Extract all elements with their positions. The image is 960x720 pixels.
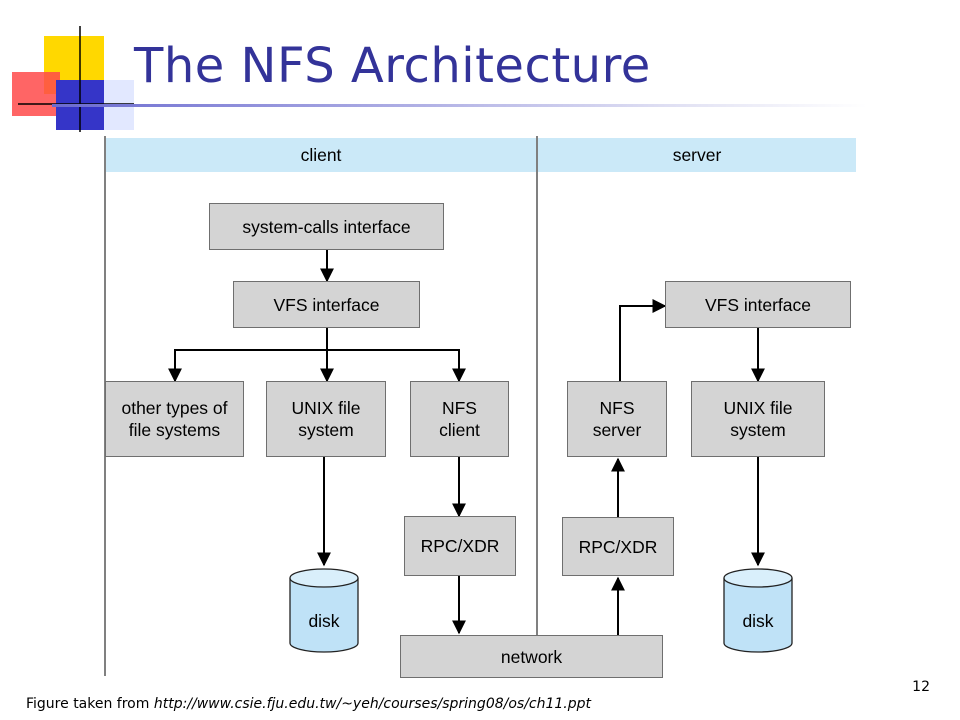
figure-source-footer: Figure taken from http://www.csie.fju.ed… (26, 696, 591, 712)
nfs-client-box: NFS client (410, 381, 509, 457)
logo-red-square (12, 72, 60, 116)
client-rpc-xdr: RPC/XDR (404, 516, 516, 576)
client-vfs-interface: VFS interface (233, 281, 420, 328)
page-number: 12 (912, 679, 930, 695)
client-disk-label: disk (308, 611, 340, 631)
footer-prefix: Figure taken from (26, 696, 154, 712)
client-disk-icon (289, 568, 359, 653)
server-disk-icon (723, 568, 793, 653)
client-other-file-systems: other types of file systems (105, 381, 244, 457)
client-header-band: client (106, 138, 536, 172)
title-underline (52, 104, 867, 107)
arrow-nfs-server-to-vfs (619, 299, 667, 381)
slide-title: The NFS Architecture (134, 38, 651, 94)
client-unix-file-system: UNIX file system (266, 381, 386, 457)
server-rpc-xdr: RPC/XDR (562, 517, 674, 576)
nfs-server-box: NFS server (567, 381, 667, 457)
server-header-band: server (538, 138, 856, 172)
server-unix-file-system: UNIX file system (691, 381, 825, 457)
network-box: network (400, 635, 663, 678)
client-system-calls-interface: system-calls interface (209, 203, 444, 250)
footer-source-url[interactable]: http://www.csie.fju.edu.tw/~yeh/courses/… (153, 696, 592, 712)
server-disk-label: disk (742, 611, 774, 631)
server-vfs-interface: VFS interface (665, 281, 851, 328)
